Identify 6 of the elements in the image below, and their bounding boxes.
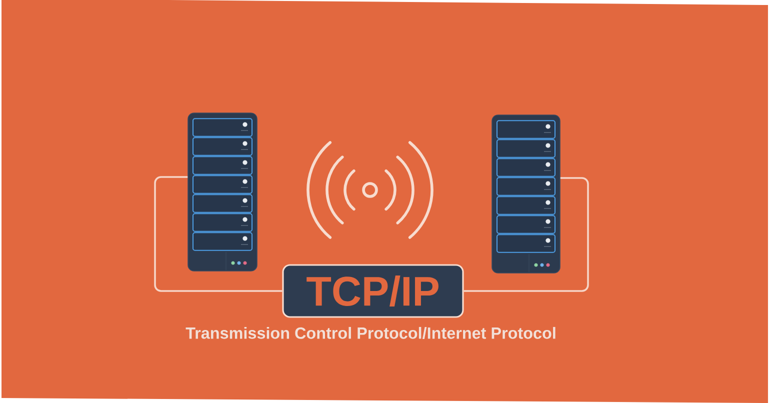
label-box: TCP/IP bbox=[282, 264, 464, 318]
server-picture bbox=[188, 112, 258, 272]
connector-line bbox=[154, 176, 282, 292]
caption-text: Transmission Control Protocol/Internet Protocol bbox=[186, 326, 556, 340]
connector-line bbox=[464, 177, 589, 292]
server-picture bbox=[492, 114, 560, 274]
